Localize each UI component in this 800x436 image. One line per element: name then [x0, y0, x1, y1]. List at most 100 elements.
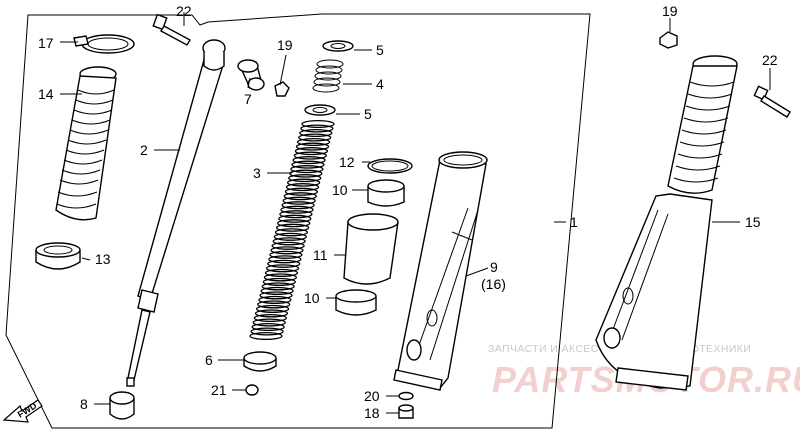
spring-coil	[268, 255, 302, 264]
callout-1: 1	[570, 214, 578, 230]
callout-9: 9	[490, 259, 498, 275]
spring-coil	[281, 201, 315, 210]
part-22-bolt-top	[152, 13, 191, 46]
spring-coil	[262, 277, 296, 286]
part-10-bush-upper	[367, 179, 405, 207]
spring-coil	[288, 174, 322, 183]
part-11-sleeve	[343, 213, 399, 285]
spring-coil	[264, 268, 299, 277]
spring-coil	[249, 331, 283, 341]
spring-coil	[254, 309, 289, 318]
callout-numbers: 17 22 14 2 13 19 7 5 4 5 3 12 10 11 10 6…	[38, 3, 778, 421]
part-20-washer	[398, 391, 414, 401]
callout-19-left: 19	[277, 37, 293, 53]
spring-coil	[283, 192, 317, 201]
part-6-spring-seat	[243, 351, 277, 372]
callout-5-top: 5	[376, 42, 384, 58]
spring-coil	[265, 264, 300, 273]
part-2-fork-pipe	[126, 39, 226, 387]
spring-coil	[298, 133, 332, 142]
callout-18: 18	[364, 405, 380, 421]
spring-coil	[284, 187, 319, 196]
spring-coil	[274, 228, 309, 237]
spring-coil	[299, 128, 333, 138]
spring-coil	[291, 160, 325, 169]
part-4-short-spring	[312, 59, 344, 93]
spring-coil	[269, 250, 303, 259]
spring-coil	[259, 291, 293, 300]
callout-4: 4	[376, 76, 384, 92]
part-21-washer	[245, 384, 259, 396]
spring-coil	[290, 165, 324, 174]
spring-coil	[279, 210, 313, 219]
leader-lines	[60, 12, 771, 414]
part-5-washer-lower	[304, 104, 336, 116]
callout-14: 14	[38, 86, 54, 102]
fwd-arrow-icon	[2, 399, 43, 423]
callout-21: 21	[211, 382, 227, 398]
part-19-nut-right	[659, 31, 678, 49]
part-3-fork-spring	[249, 119, 335, 341]
spring-coil	[270, 246, 304, 255]
part-7-bushing	[237, 59, 265, 91]
spring-coil	[286, 178, 321, 187]
callout-6: 6	[205, 352, 213, 368]
spring-coil	[250, 327, 284, 336]
callout-15: 15	[745, 214, 761, 230]
spring-coil	[263, 273, 298, 282]
spring-coil	[252, 318, 286, 327]
part-8-damper	[109, 391, 135, 420]
spring-coil	[301, 119, 335, 129]
callout-5-lower: 5	[364, 106, 372, 122]
part-9-fork-slider	[393, 151, 488, 391]
part-10-bush-lower	[335, 289, 377, 316]
part-5-washer-top	[322, 40, 354, 52]
spring-coil	[289, 169, 323, 178]
spring-coil	[295, 142, 330, 151]
callout-17: 17	[38, 35, 54, 51]
spring-coil	[273, 232, 307, 241]
callout-7: 7	[244, 91, 252, 107]
part-12-ring	[367, 158, 413, 174]
callout-22-right: 22	[762, 52, 778, 68]
spring-coil	[293, 151, 327, 160]
spring-coil	[296, 137, 331, 147]
spring-coil	[292, 156, 326, 165]
spring-coil	[285, 183, 320, 192]
part-18-bolt	[398, 404, 414, 419]
fwd-arrow: FWD	[2, 399, 43, 423]
spring-coil	[267, 259, 301, 268]
spring-coil	[275, 223, 310, 232]
spring-coil	[294, 147, 329, 156]
assembly-boundary	[5, 13, 591, 429]
callout-10-lower: 10	[304, 290, 320, 306]
callout-2: 2	[140, 142, 148, 158]
spring-coil	[261, 282, 295, 291]
spring-coil	[260, 286, 294, 295]
spring-coil	[278, 214, 312, 223]
callout-10-upper: 10	[332, 182, 348, 198]
spring-coil	[257, 300, 291, 309]
spring-coil	[282, 196, 316, 205]
spring-coil	[280, 205, 314, 214]
callout-20: 20	[364, 388, 380, 404]
spring-coil	[253, 313, 288, 323]
callout-8: 8	[80, 396, 88, 412]
callout-19-right: 19	[662, 3, 678, 19]
spring-coil	[271, 241, 305, 250]
part-19-nut-left	[274, 81, 290, 97]
callout-13: 13	[95, 251, 111, 267]
part-15-fork-assembly	[595, 55, 738, 391]
part-14-fork-boot	[55, 66, 117, 221]
spring-coil	[251, 322, 285, 332]
callout-11: 11	[313, 247, 328, 263]
spring-coil	[277, 219, 311, 228]
callout-3: 3	[253, 165, 261, 181]
spring-coil	[300, 124, 334, 133]
spring-coil	[272, 237, 306, 246]
spring-coil	[255, 304, 290, 313]
part-13-oil-seal	[35, 242, 81, 270]
callout-12: 12	[339, 154, 355, 170]
